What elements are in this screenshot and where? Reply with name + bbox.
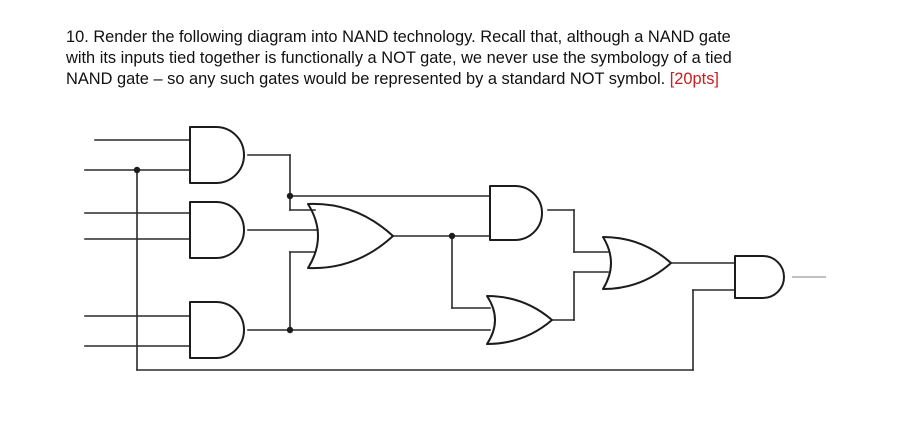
and-gate-3: [189, 301, 245, 359]
junction-dot: [448, 232, 456, 240]
junctions: [133, 166, 456, 334]
junction-dot: [286, 192, 294, 200]
wires: [84, 139, 826, 371]
gates: [189, 126, 785, 359]
junction-dot: [286, 326, 294, 334]
and-gate-5: [734, 255, 785, 299]
and-gate-1: [189, 126, 245, 184]
junction-dot: [133, 166, 141, 174]
and-gate-2: [189, 201, 245, 259]
question-text: 10. Render the following diagram into NA…: [66, 27, 846, 90]
points-label: [20pts]: [669, 70, 719, 88]
and-gate-4: [489, 185, 543, 241]
question-line-3: NAND gate – so any such gates would be r…: [66, 69, 846, 90]
or-gate-2: [486, 295, 553, 345]
or-gate-3: [602, 236, 672, 290]
question-line-2: with its inputs tied together is functio…: [66, 49, 732, 67]
question-line-1: 10. Render the following diagram into NA…: [66, 28, 731, 46]
or-gate-1: [307, 202, 394, 270]
question-line-3-text: NAND gate – so any such gates would be r…: [66, 70, 666, 88]
